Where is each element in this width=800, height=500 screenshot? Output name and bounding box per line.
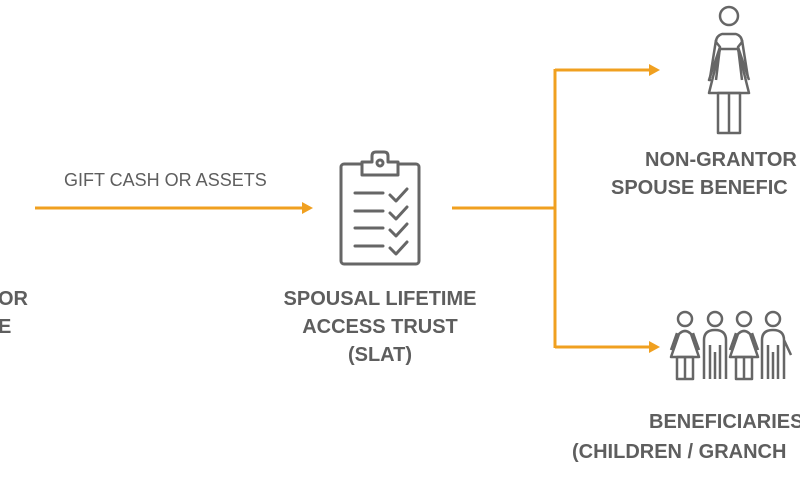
spouse-label-line1: NON-GRANTOR	[645, 149, 797, 171]
branch-arrows	[452, 64, 660, 353]
gift-arrow	[35, 202, 313, 214]
clipboard-checklist-icon	[339, 150, 421, 266]
group-of-children-icon	[669, 310, 793, 381]
trust-label-line1: SPOUSAL LIFETIME	[283, 288, 477, 310]
children-label-line2: (CHILDREN / GRANCH	[572, 441, 787, 463]
woman-icon	[707, 5, 751, 135]
spouse-label-line2: SPOUSE BENEFIC	[611, 177, 788, 199]
trust-label-line2: ACCESS TRUST	[302, 316, 458, 338]
grantor-label-line1: OR	[0, 288, 28, 310]
grantor-label-line2: E	[0, 316, 12, 338]
children-label-line1: BENEFICIARIES	[649, 411, 800, 433]
trust-label-line3: (SLAT)	[347, 344, 413, 366]
gift-label: GIFT CASH OR ASSETS	[64, 170, 267, 190]
